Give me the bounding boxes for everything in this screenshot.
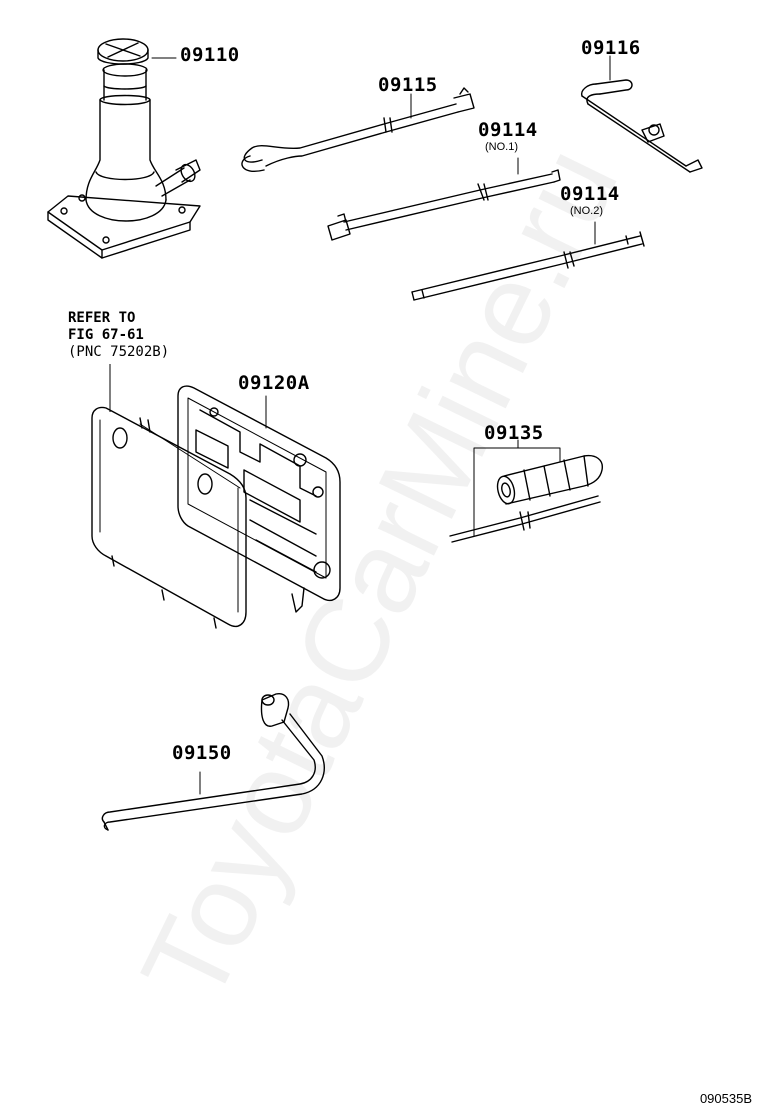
part-label-09114-no2: 09114: [560, 183, 620, 205]
crank-handle-icon: [581, 55, 703, 173]
tool-tray-icon: [91, 385, 341, 629]
part-label-09110: 09110: [180, 44, 240, 66]
figure-code: 090535B: [699, 1091, 752, 1106]
part-label-09150: 09150: [172, 742, 232, 764]
screwdriver-icon: [449, 439, 603, 543]
sub-label-no2: (NO.2): [570, 205, 603, 217]
jack-handle-icon: [241, 87, 475, 172]
part-label-09120a: 09120A: [238, 372, 310, 394]
wrench-extension-icon: [327, 157, 561, 241]
jack-icon: [47, 38, 201, 259]
sub-label-no1: (NO.1): [485, 141, 518, 153]
reference-note-line3: (PNC 75202B): [68, 344, 170, 360]
reference-note-line2: FIG 67-61: [68, 327, 144, 343]
reference-note-line1: REFER TO: [68, 310, 136, 326]
part-label-09114-no1: 09114: [478, 119, 538, 141]
reference-note: REFER TO FIG 67-61 (PNC 75202B): [68, 310, 169, 361]
part-label-09135: 09135: [484, 422, 544, 444]
part-label-09116: 09116: [581, 37, 641, 59]
rod-icon: [411, 221, 645, 301]
part-label-09115: 09115: [378, 74, 438, 96]
lug-wrench-icon: [101, 693, 325, 831]
